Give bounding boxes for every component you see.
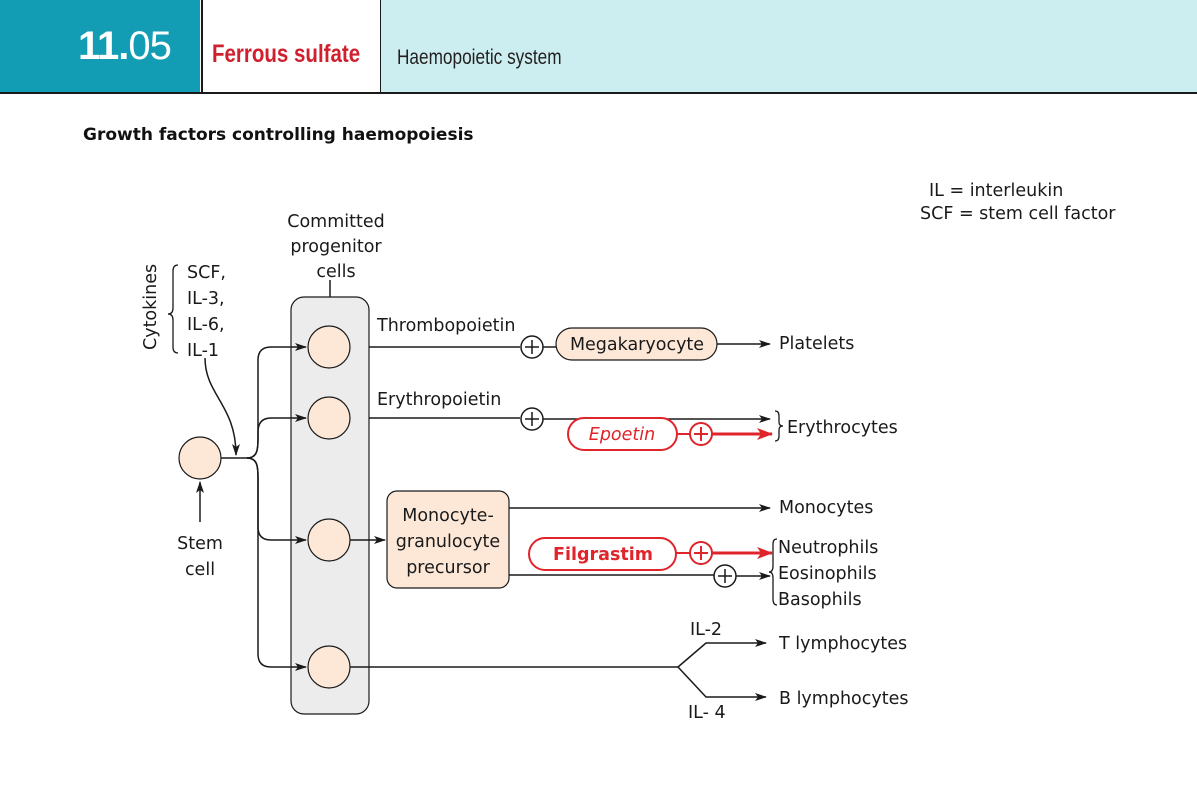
progenitor-cell-myeloid [307, 518, 351, 562]
precursor-label-2: granulocyte [396, 532, 500, 552]
precursor-label-1: Monocyte- [402, 506, 494, 526]
progenitor-cell-megakaryocyte [307, 325, 351, 369]
cytokine-scf: SCF, [187, 263, 226, 283]
branch-lymphoid [246, 457, 307, 671]
legend-il: IL = interleukin [929, 181, 1063, 201]
plus-icon [520, 335, 544, 359]
branch-erythroid [246, 414, 307, 459]
output-eosinophils: Eosinophils [778, 564, 877, 584]
output-t-lymphocytes: T lymphocytes [778, 634, 907, 654]
output-erythrocytes: Erythrocytes [787, 418, 898, 438]
progenitor-cell-erythroid [307, 396, 351, 440]
output-b-lymphocytes: B lymphocytes [779, 689, 908, 709]
precursor-box [386, 490, 510, 589]
section-name: Haemopoietic system [397, 46, 562, 69]
section-tab: Haemopoietic system [381, 0, 1197, 92]
figure-title: Growth factors controlling haemopoiesis [83, 125, 474, 145]
factor-il4: IL- 4 [688, 703, 726, 723]
drug-epoetin: Epoetin [589, 425, 655, 445]
cytokine-il3: IL-3, [187, 289, 225, 309]
legend-scf: SCF = stem cell factor [920, 204, 1116, 224]
plus-icon [520, 407, 544, 431]
progenitor-column [290, 296, 370, 715]
factor-il2: IL-2 [690, 620, 722, 640]
output-platelets: Platelets [779, 334, 854, 354]
committed-label-1: Committed [287, 212, 384, 232]
drug-title: Ferrous sulfate [212, 40, 361, 68]
cytokines-brace [167, 264, 179, 354]
drug-title-tab: Ferrous sulfate [201, 0, 382, 92]
page-header: 11.05 Ferrous sulfate Haemopoietic syste… [0, 0, 1197, 94]
output-monocytes: Monocytes [779, 498, 873, 518]
drug-filgrastim: Filgrastim [553, 545, 653, 565]
cytokine-il1: IL-1 [187, 341, 219, 361]
cytokine-arrow [204, 357, 240, 456]
stem-cell [178, 436, 222, 480]
precursor-label-3: precursor [406, 558, 490, 578]
committed-label-3: cells [316, 262, 355, 282]
plus-icon [689, 422, 713, 446]
output-neutrophils: Neutrophils [778, 538, 878, 558]
megakaryocyte-label: Megakaryocyte [570, 335, 704, 355]
cytokine-il6: IL-6, [187, 315, 225, 335]
stem-label-1: Stem [177, 534, 223, 554]
erythrocytes-brace [774, 410, 784, 442]
stem-label-2: cell [185, 560, 215, 580]
factor-erythropoietin: Erythropoietin [377, 390, 501, 410]
chapter-number: 11.05 [78, 24, 172, 68]
header-rule [0, 92, 1197, 94]
plus-icon [689, 541, 713, 565]
granulocytes-brace [768, 538, 778, 606]
to-t-lymphocytes-arrow [677, 639, 767, 668]
output-basophils: Basophils [778, 590, 862, 610]
plus-icon [713, 564, 737, 588]
factor-thrombopoietin: Thrombopoietin [376, 316, 515, 336]
committed-label-2: progenitor [290, 237, 382, 257]
to-b-lymphocytes-arrow [677, 666, 767, 701]
cytokines-label: Cytokines [141, 264, 161, 350]
chapter-number-tab: 11.05 [0, 0, 200, 92]
progenitor-cell-lymphoid [307, 645, 351, 689]
